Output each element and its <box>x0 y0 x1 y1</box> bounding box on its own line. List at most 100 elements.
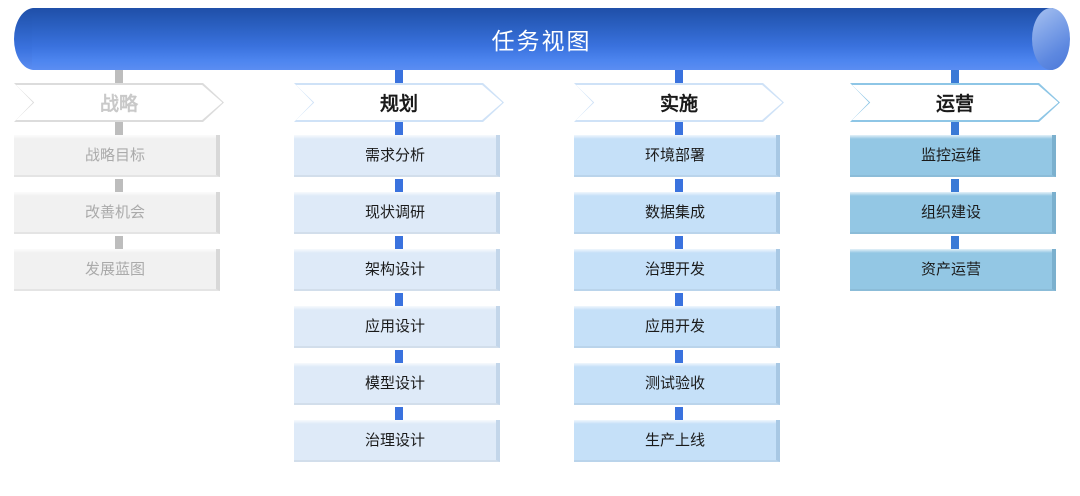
task-slot: 模型设计 <box>288 350 510 407</box>
connector-stub <box>115 236 123 249</box>
task-slot: 需求分析 <box>288 122 510 179</box>
connector-stub <box>395 293 403 306</box>
task-box[interactable]: 现状调研 <box>294 192 500 234</box>
task-box-highlight <box>574 135 776 139</box>
task-box-highlight <box>294 420 496 424</box>
task-slot: 治理开发 <box>568 236 790 293</box>
task-label: 发展蓝图 <box>84 260 145 278</box>
stage-column-planning: 规划需求分析现状调研架构设计应用设计模型设计治理设计 <box>288 70 510 464</box>
task-box[interactable]: 架构设计 <box>294 249 500 291</box>
connector-stub <box>675 179 683 192</box>
task-label: 应用开发 <box>644 317 705 335</box>
task-label: 环境部署 <box>644 146 705 164</box>
task-box[interactable]: 战略目标 <box>14 135 220 177</box>
task-box-highlight <box>294 192 496 196</box>
connector-stub <box>675 407 683 420</box>
task-box[interactable]: 资产运营 <box>850 249 1056 291</box>
connector-stub <box>115 179 123 192</box>
connector-stub <box>395 70 403 83</box>
task-slot: 发展蓝图 <box>8 236 230 293</box>
task-box[interactable]: 治理设计 <box>294 420 500 462</box>
task-box-highlight <box>294 135 496 139</box>
stage-header-implementation[interactable]: 实施 <box>574 83 784 122</box>
task-box[interactable]: 改善机会 <box>14 192 220 234</box>
task-box-highlight <box>574 363 776 367</box>
task-box[interactable]: 生产上线 <box>574 420 780 462</box>
stage-column-operations: 运营监控运维组织建设资产运营 <box>844 70 1066 293</box>
banner-cap-right <box>1032 8 1070 70</box>
task-box-highlight <box>294 363 496 367</box>
connector-stub <box>951 70 959 83</box>
task-slot: 测试验收 <box>568 350 790 407</box>
stage-header-face: 实施 <box>575 84 783 121</box>
task-label: 架构设计 <box>364 260 425 278</box>
task-box[interactable]: 组织建设 <box>850 192 1056 234</box>
task-box[interactable]: 测试验收 <box>574 363 780 405</box>
connector-stub <box>951 179 959 192</box>
task-box-highlight <box>574 249 776 253</box>
stage-header-planning[interactable]: 规划 <box>294 83 504 122</box>
task-label: 现状调研 <box>364 203 425 221</box>
task-box[interactable]: 应用开发 <box>574 306 780 348</box>
connector-stub <box>115 70 123 83</box>
task-box[interactable]: 环境部署 <box>574 135 780 177</box>
connector-stub <box>675 236 683 249</box>
stage-header-slot: 规划 <box>288 70 510 122</box>
task-label: 改善机会 <box>84 203 145 221</box>
task-label: 模型设计 <box>364 374 425 392</box>
task-slot: 监控运维 <box>844 122 1066 179</box>
task-box-highlight <box>574 192 776 196</box>
connector-stub <box>675 350 683 363</box>
connector-stub <box>675 293 683 306</box>
task-slot: 现状调研 <box>288 179 510 236</box>
task-label: 数据集成 <box>644 203 705 221</box>
stage-header-face: 规划 <box>295 84 503 121</box>
task-box[interactable]: 发展蓝图 <box>14 249 220 291</box>
task-box-highlight <box>850 135 1052 139</box>
task-box-highlight <box>574 306 776 310</box>
stage-header-face: 运营 <box>851 84 1059 121</box>
stage-header-label: 战略 <box>99 93 138 115</box>
task-label: 组织建设 <box>920 203 981 221</box>
connector-stub <box>951 236 959 249</box>
task-label: 治理设计 <box>364 431 425 449</box>
task-box[interactable]: 数据集成 <box>574 192 780 234</box>
stage-column-strategy: 战略战略目标改善机会发展蓝图 <box>8 70 230 293</box>
task-box-highlight <box>850 192 1052 196</box>
connector-stub <box>675 70 683 83</box>
task-slot: 架构设计 <box>288 236 510 293</box>
task-label: 应用设计 <box>364 317 425 335</box>
task-box[interactable]: 需求分析 <box>294 135 500 177</box>
task-box-highlight <box>294 306 496 310</box>
connector-stub <box>395 350 403 363</box>
task-label: 测试验收 <box>644 374 705 392</box>
task-box[interactable]: 应用设计 <box>294 306 500 348</box>
stage-header-slot: 运营 <box>844 70 1066 122</box>
stage-header-operations[interactable]: 运营 <box>850 83 1060 122</box>
connector-stub <box>395 407 403 420</box>
task-label: 监控运维 <box>920 146 981 164</box>
connector-stub <box>675 122 683 135</box>
stage-column-implementation: 实施环境部署数据集成治理开发应用开发测试验收生产上线 <box>568 70 790 464</box>
task-box-highlight <box>14 192 216 196</box>
task-slot: 组织建设 <box>844 179 1066 236</box>
task-box[interactable]: 治理开发 <box>574 249 780 291</box>
task-box-highlight <box>14 135 216 139</box>
task-slot: 生产上线 <box>568 407 790 464</box>
connector-stub <box>115 122 123 135</box>
connector-stub <box>951 122 959 135</box>
task-label: 战略目标 <box>84 146 145 164</box>
stage-header-label: 规划 <box>379 93 418 115</box>
task-box[interactable]: 监控运维 <box>850 135 1056 177</box>
stage-header-face: 战略 <box>15 84 223 121</box>
connector-stub <box>395 122 403 135</box>
page-banner: 任务视图 <box>14 8 1070 70</box>
connector-stub <box>395 236 403 249</box>
banner-body <box>32 8 1054 70</box>
task-slot: 应用开发 <box>568 293 790 350</box>
task-box[interactable]: 模型设计 <box>294 363 500 405</box>
connector-stub <box>395 179 403 192</box>
task-slot: 应用设计 <box>288 293 510 350</box>
page-title: 任务视图 <box>491 28 592 54</box>
stage-header-strategy[interactable]: 战略 <box>14 83 224 122</box>
